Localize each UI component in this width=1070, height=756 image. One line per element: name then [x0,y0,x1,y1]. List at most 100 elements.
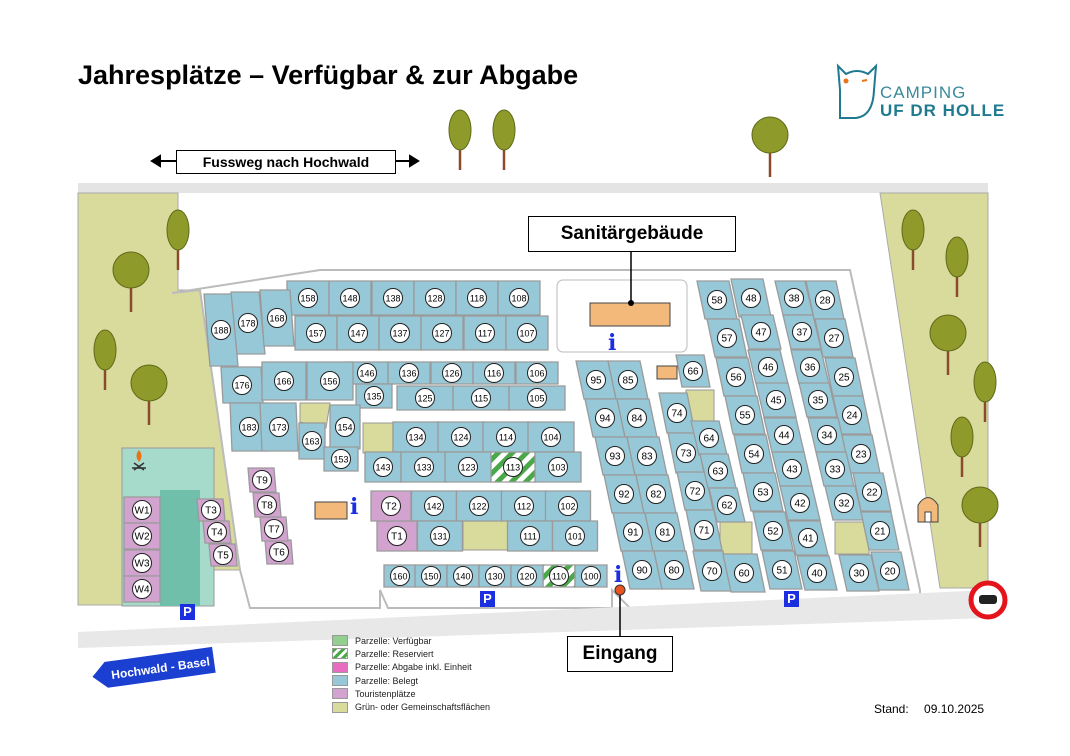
plot-166[interactable]: 166 [261,361,307,401]
plot-56[interactable]: 56 [715,357,757,397]
plot-60[interactable]: 60 [722,553,766,593]
plot-46[interactable]: 46 [747,349,789,385]
plot-178[interactable]: 178 [230,291,266,355]
plot-102[interactable]: 102 [544,490,592,522]
info-icon[interactable]: i [608,330,617,356]
plot-138[interactable]: 138 [371,280,415,316]
plot-57[interactable]: 57 [706,318,748,358]
plot-125[interactable]: 125 [396,385,454,411]
plot-116[interactable]: 116 [472,361,516,385]
plot-128[interactable]: 128 [413,280,457,316]
plot-153[interactable]: 153 [323,446,359,472]
plot-106[interactable]: 106 [515,361,559,385]
plot-T2[interactable]: T2 [370,490,412,522]
plot-103[interactable]: 103 [534,451,582,483]
plot-123[interactable]: 123 [444,451,492,483]
plot-74[interactable]: 74 [658,392,696,434]
plot-80[interactable]: 80 [653,550,695,590]
plot-T4[interactable]: T4 [202,520,232,544]
plot-134[interactable]: 134 [392,421,440,453]
plot-168[interactable]: 168 [259,289,295,347]
plot-T8[interactable]: T8 [252,492,282,518]
plot-118[interactable]: 118 [455,280,499,316]
plot-101[interactable]: 101 [551,520,599,552]
plot-92[interactable]: 92 [603,474,645,514]
plot-95[interactable]: 95 [575,360,617,400]
plot-42[interactable]: 42 [779,485,821,521]
plot-148[interactable]: 148 [328,280,372,316]
entrance-label[interactable]: Eingang [567,636,673,672]
plot-107[interactable]: 107 [505,315,549,351]
plot-62[interactable]: 62 [708,487,746,523]
plot-70[interactable]: 70 [692,550,732,592]
plot-T9[interactable]: T9 [247,467,277,493]
plot-183[interactable]: 183 [229,402,269,452]
plot-W1[interactable]: W1 [123,496,161,524]
plot-90[interactable]: 90 [621,550,663,590]
plot-24[interactable]: 24 [832,395,872,435]
plot-156[interactable]: 156 [306,361,354,401]
plot-113[interactable]: 113 [489,451,537,483]
plot-48[interactable]: 48 [730,278,772,318]
plot-55[interactable]: 55 [724,395,766,435]
plot-83[interactable]: 83 [626,436,668,476]
plot-28[interactable]: 28 [805,280,845,320]
plot-120[interactable]: 120 [510,564,544,588]
info-icon[interactable]: i [350,494,359,520]
sanitary-building[interactable] [589,302,671,327]
plot-112[interactable]: 112 [500,490,548,522]
plot-41[interactable]: 41 [787,520,829,556]
plot-94[interactable]: 94 [584,398,626,438]
plot-W3[interactable]: W3 [123,549,161,577]
plot-105[interactable]: 105 [508,385,566,411]
plot-136[interactable]: 136 [387,361,431,385]
plot-T3[interactable]: T3 [196,498,226,522]
plot-160[interactable]: 160 [383,564,417,588]
plot-71[interactable]: 71 [685,509,723,551]
road-sign-hochwald-basel[interactable]: Hochwald - Basel [89,644,218,691]
plot-52[interactable]: 52 [752,511,794,551]
plot-53[interactable]: 53 [742,472,784,512]
plot-122[interactable]: 122 [455,490,503,522]
plot-147[interactable]: 147 [336,315,380,351]
plot-126[interactable]: 126 [430,361,474,385]
plot-64[interactable]: 64 [690,420,728,456]
footpath-sign[interactable]: Fussweg nach Hochwald [176,150,396,174]
sanitary-label[interactable]: Sanitärgebäude [528,216,736,252]
plot-T6[interactable]: T6 [264,539,294,565]
plot-66[interactable]: 66 [675,354,711,388]
plot-104[interactable]: 104 [527,421,575,453]
plot-51[interactable]: 51 [761,550,803,590]
plot-54[interactable]: 54 [733,434,775,474]
plot-40[interactable]: 40 [796,555,838,591]
plot-93[interactable]: 93 [594,436,636,476]
plot-85[interactable]: 85 [607,360,649,400]
plot-133[interactable]: 133 [400,451,448,483]
plot-176[interactable]: 176 [220,366,264,404]
plot-130[interactable]: 130 [478,564,512,588]
plot-72[interactable]: 72 [676,471,714,511]
plot-158[interactable]: 158 [286,280,330,316]
plot-124[interactable]: 124 [437,421,485,453]
plot-32[interactable]: 32 [824,485,864,521]
plot-108[interactable]: 108 [497,280,541,316]
plot-117[interactable]: 117 [463,315,507,351]
plot-W4[interactable]: W4 [123,575,161,603]
plot-37[interactable]: 37 [782,314,822,350]
plot-142[interactable]: 142 [410,490,458,522]
plot-25[interactable]: 25 [824,357,864,397]
plot-114[interactable]: 114 [482,421,530,453]
plot-100[interactable]: 100 [574,564,608,588]
plot-157[interactable]: 157 [294,315,338,351]
plot-T7[interactable]: T7 [259,516,289,542]
plot-73[interactable]: 73 [667,432,705,474]
plot-163[interactable]: 163 [298,422,326,460]
plot-115[interactable]: 115 [452,385,510,411]
plot-36[interactable]: 36 [790,349,830,385]
plot-W2[interactable]: W2 [123,522,161,550]
plot-22[interactable]: 22 [852,472,892,512]
plot-44[interactable]: 44 [763,417,805,453]
plot-T1[interactable]: T1 [376,520,418,552]
plot-127[interactable]: 127 [420,315,464,351]
plot-154[interactable]: 154 [329,404,361,450]
